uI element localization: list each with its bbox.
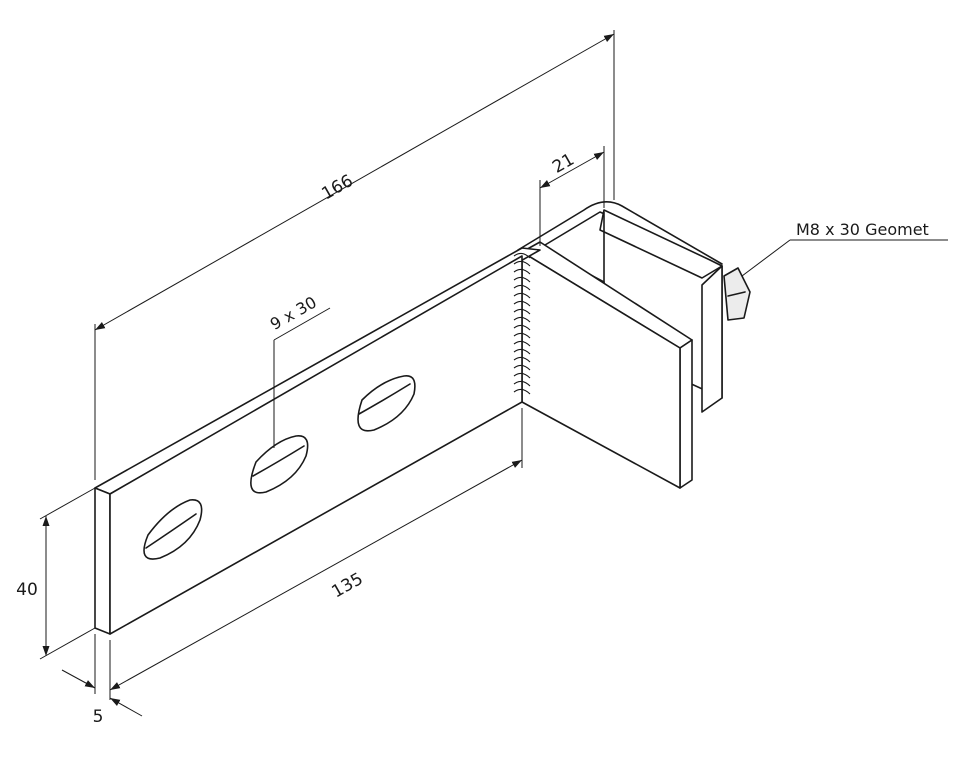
bolt-callout: M8 x 30 Geomet bbox=[741, 220, 948, 277]
dimension-40: 40 bbox=[16, 487, 96, 660]
weld-bead bbox=[513, 340, 531, 347]
slot-3 bbox=[357, 375, 416, 432]
bolt-head bbox=[723, 267, 751, 321]
weld-bead bbox=[513, 332, 531, 339]
dimension-135-label: 135 bbox=[328, 569, 366, 602]
slot-callout-label: 9 x 30 bbox=[267, 293, 320, 334]
dimension-40-label: 40 bbox=[16, 580, 38, 600]
dimension-5-label: 5 bbox=[93, 707, 104, 727]
bolt-callout-label: M8 x 30 Geomet bbox=[796, 220, 929, 239]
weld-bead bbox=[513, 380, 531, 387]
weld-bead bbox=[513, 348, 531, 355]
weld-bead bbox=[513, 356, 531, 363]
weld-bead bbox=[513, 388, 531, 395]
weld-bead bbox=[513, 364, 531, 371]
dimension-21-label: 21 bbox=[549, 150, 578, 178]
weld-bead bbox=[513, 372, 531, 379]
dimension-5: 5 bbox=[61, 634, 143, 727]
